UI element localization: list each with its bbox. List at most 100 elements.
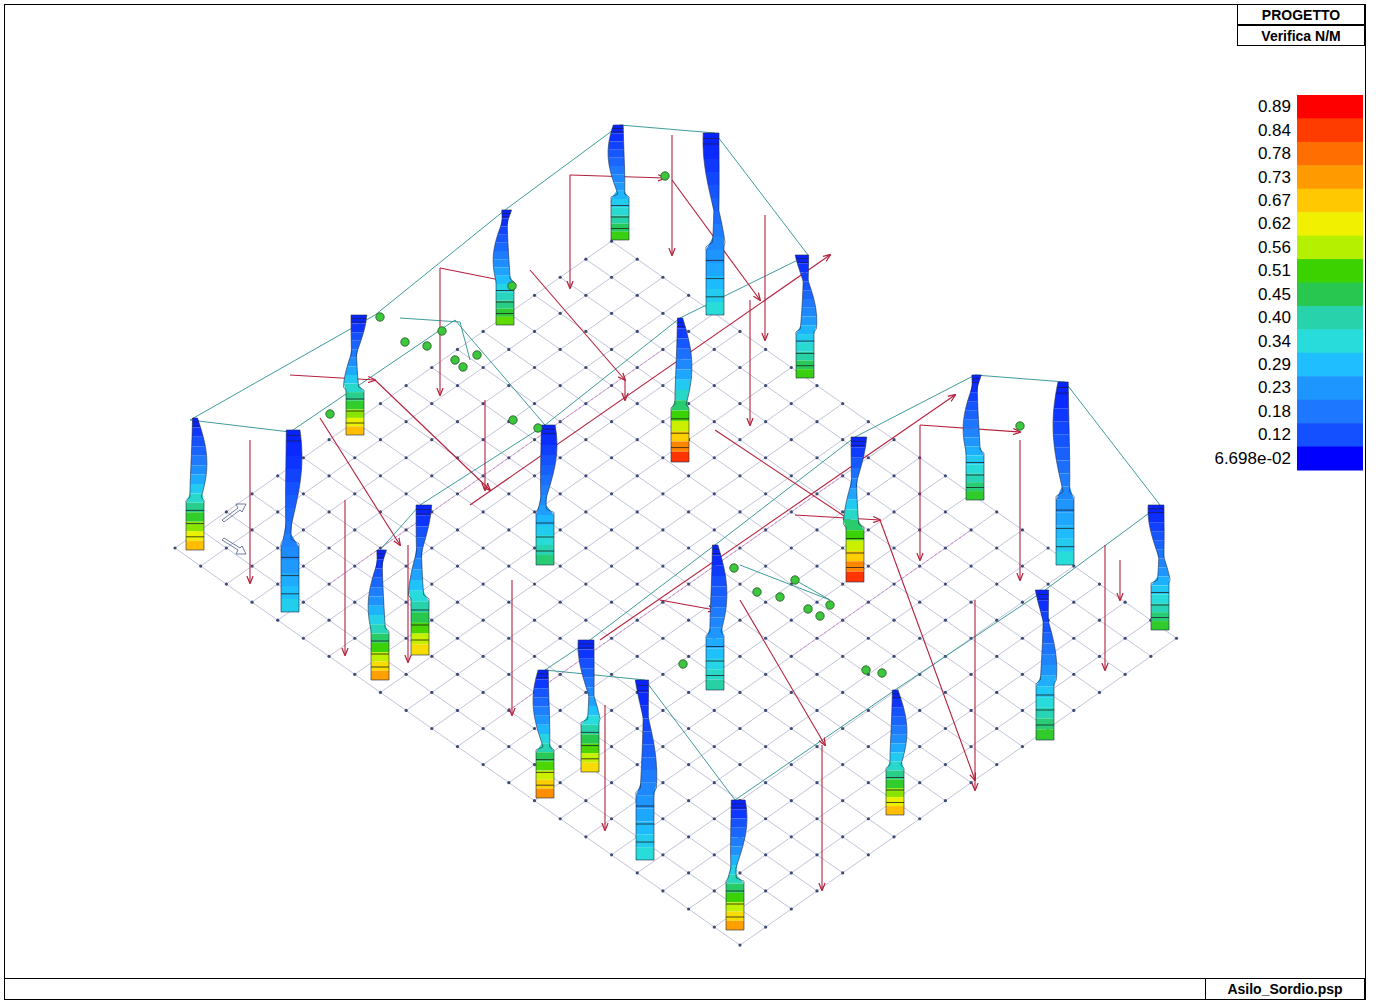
grid-node [327, 438, 330, 441]
joint-marker [534, 424, 542, 432]
diagram-slice [611, 232, 629, 240]
grid-node [687, 763, 690, 766]
diagram-slice [533, 697, 549, 706]
grid-node [482, 510, 485, 513]
section-line [611, 205, 629, 206]
beam-line [680, 255, 808, 318]
load-arrow [974, 600, 975, 790]
diagram-outline [963, 375, 984, 500]
diagram-outline [1053, 382, 1074, 565]
grid-node [738, 474, 741, 477]
grid-node [738, 871, 741, 874]
diagram-slice [851, 437, 867, 447]
load-arrow [749, 300, 750, 425]
grid-node [841, 510, 844, 513]
diagram-slice [371, 671, 389, 680]
grid-line [714, 620, 1151, 927]
box-label: Verifica N/M [1261, 29, 1340, 43]
diagram-slice [281, 573, 299, 586]
grid-node [610, 601, 613, 604]
grid-node [867, 637, 870, 640]
grid-node [969, 781, 972, 784]
diagram-slice [710, 597, 726, 607]
grid-line [303, 331, 740, 638]
diagram-slice [676, 359, 692, 369]
diagram-slice [346, 409, 364, 418]
grid-node [1021, 709, 1024, 712]
beam-line [460, 322, 470, 360]
diagram-slice [1041, 611, 1049, 622]
diagram-slice [346, 401, 364, 410]
section-line [886, 802, 904, 803]
member-line [880, 520, 975, 780]
load-arrow [1019, 440, 1020, 580]
grid-node [815, 673, 818, 676]
joint-marker [661, 172, 669, 180]
grid-line [535, 494, 972, 801]
grid-node [610, 781, 613, 784]
load-arrow [764, 215, 765, 340]
grid-node [687, 871, 690, 874]
diagram-slice [706, 638, 724, 648]
diagram-slice [1056, 526, 1074, 539]
grid-node [610, 312, 613, 315]
legend-swatch [1297, 236, 1363, 260]
diagram-slice [892, 699, 904, 708]
section-line [411, 625, 429, 626]
grid-line [586, 530, 1023, 837]
diagram-slice [186, 512, 204, 521]
grid-node [507, 456, 510, 459]
diagram-slice [963, 420, 979, 429]
diagram-slice [541, 465, 556, 475]
grid-node [327, 474, 330, 477]
grid-node [764, 853, 767, 856]
grid-node [995, 546, 998, 549]
diagram-slice [846, 541, 864, 551]
diagram-slice [1148, 505, 1164, 514]
grid-node [738, 763, 741, 766]
grid-node [713, 348, 716, 351]
grid-node [276, 583, 279, 586]
grid-node [636, 330, 639, 333]
diagram-slice [344, 375, 359, 384]
diagram-slice [496, 300, 514, 308]
diagram-slice [706, 289, 724, 302]
section-line [536, 759, 554, 760]
section-line [536, 551, 554, 552]
section-line [636, 824, 654, 825]
diagram-slice [706, 276, 724, 289]
section-line [703, 143, 719, 144]
grid-node [687, 799, 690, 802]
diagram-slice [726, 902, 744, 911]
grid-node [559, 673, 562, 676]
grid-node [764, 745, 767, 748]
diagram-slice [1056, 539, 1074, 552]
grid-node [713, 709, 716, 712]
diagram-slice [1036, 719, 1054, 730]
diagram-slice [534, 679, 549, 688]
section-line [706, 260, 724, 261]
diagram-slice [706, 649, 724, 659]
grid-node [687, 835, 690, 838]
grid-node [764, 492, 767, 495]
grid-node [1098, 619, 1101, 622]
section-line [578, 643, 594, 644]
section-line [536, 523, 554, 524]
grid-node [764, 817, 767, 820]
diagram-slice [846, 561, 864, 571]
legend-value: 0.12 [1258, 426, 1291, 443]
section-line [581, 758, 599, 759]
diagram-slice [536, 525, 554, 535]
grid-node [687, 294, 690, 297]
grid-node [430, 402, 433, 405]
grid-node [1124, 673, 1127, 676]
diagram-slice [536, 515, 554, 525]
diagram-slice [186, 503, 204, 512]
grid-node [687, 691, 690, 694]
grid-node [456, 420, 459, 423]
grid-node [661, 673, 664, 676]
diagram-slice [1149, 523, 1164, 532]
grid-node [713, 853, 716, 856]
load-arrow [1119, 560, 1120, 600]
grid-node [841, 438, 844, 441]
